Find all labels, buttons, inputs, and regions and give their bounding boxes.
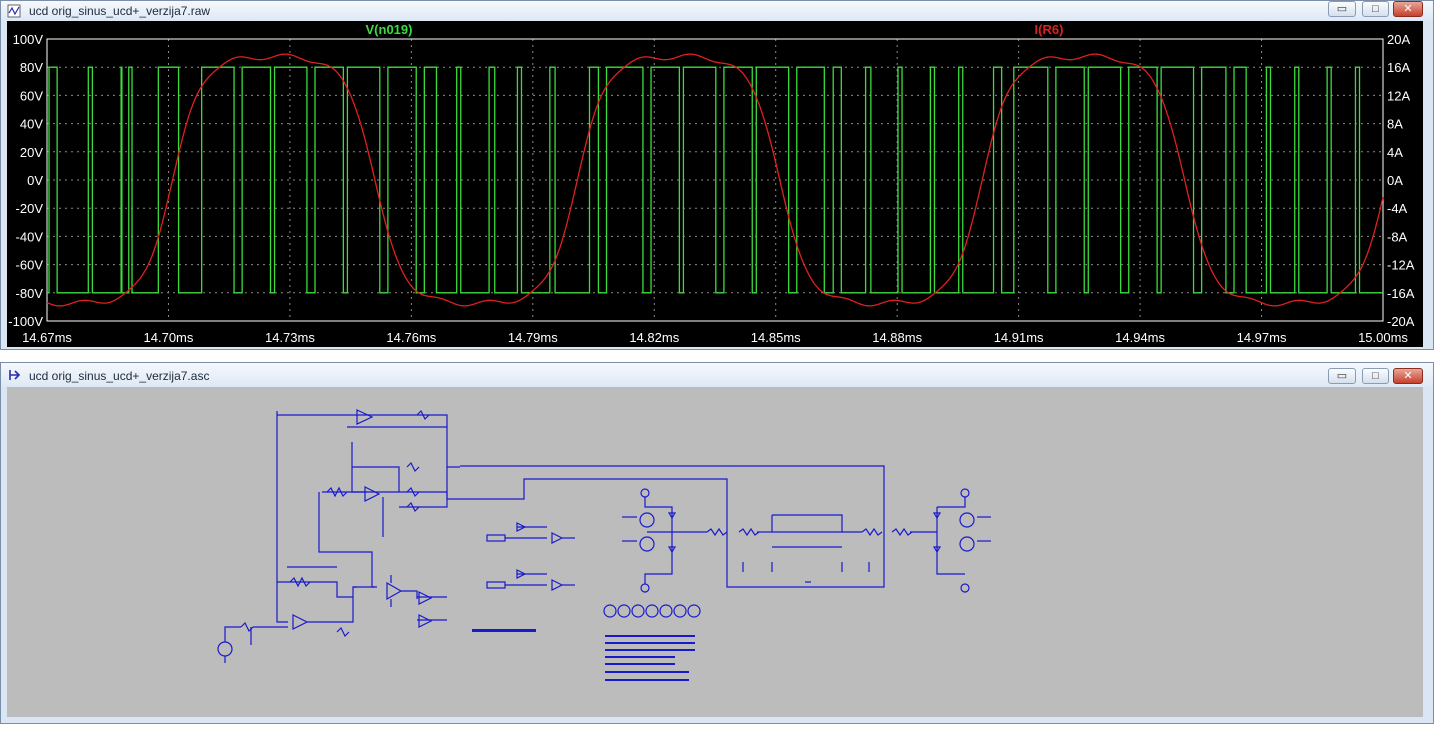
y-right-tick-label: -20A	[1387, 314, 1415, 329]
y-left-tick-label: 40V	[20, 117, 43, 132]
x-tick-label: 15.00ms	[1358, 330, 1408, 345]
x-tick-label: 14.76ms	[386, 330, 436, 345]
maximize-icon: □	[1372, 3, 1379, 15]
y-right-tick-label: -4A	[1387, 201, 1408, 216]
schematic-window: ucd orig_sinus_ucd+_verzija7.asc ▭ □ ✕	[0, 362, 1434, 724]
y-right-tick-label: 16A	[1387, 60, 1410, 75]
spice-directives[interactable]	[472, 629, 695, 681]
x-tick-label: 14.91ms	[994, 330, 1044, 345]
close-button[interactable]: ✕	[1393, 368, 1423, 384]
close-icon: ✕	[1403, 3, 1413, 15]
y-right-tick-label: -8A	[1387, 229, 1408, 244]
lc-output-filter[interactable]	[706, 514, 937, 583]
close-button[interactable]: ✕	[1393, 1, 1423, 17]
maximize-icon: □	[1372, 370, 1379, 382]
waveform-chart[interactable]: 14.67ms 14.70ms 14.73ms 14.76ms 14.79ms 14.82…	[7, 21, 1423, 347]
supply-sources[interactable]	[603, 604, 701, 618]
x-tick-label: 14.73ms	[265, 330, 315, 345]
waveform-window-title: ucd orig_sinus_ucd+_verzija7.raw	[29, 4, 211, 18]
x-tick-label: 14.85ms	[751, 330, 801, 345]
close-icon: ✕	[1403, 370, 1413, 382]
input-source[interactable]	[217, 621, 288, 663]
x-tick-label: 14.70ms	[144, 330, 194, 345]
y-left-tick-label: -40V	[16, 229, 44, 244]
schematic-drawing[interactable]	[7, 387, 1423, 717]
minimize-button[interactable]: ▭	[1328, 368, 1356, 384]
waveform-window-titlebar[interactable]: ucd orig_sinus_ucd+_verzija7.raw ▭ □ ✕	[1, 1, 1433, 21]
power-stage-left[interactable]	[622, 488, 707, 593]
schematic-background	[7, 387, 1423, 717]
comparator[interactable]	[386, 575, 447, 628]
y-right-tick-label: 20A	[1387, 32, 1410, 47]
y-right-tick-label: -12A	[1387, 258, 1415, 273]
power-stage-right[interactable]	[932, 488, 991, 593]
maximize-button[interactable]: □	[1362, 1, 1389, 17]
minimize-icon: ▭	[1336, 370, 1348, 382]
schematic-canvas[interactable]	[7, 387, 1423, 717]
y-left-tick-label: 100V	[13, 32, 44, 47]
plot-border	[46, 38, 1384, 322]
waveform-viewer-icon	[7, 4, 21, 18]
minimize-button[interactable]: ▭	[1328, 1, 1356, 17]
trace-v-n019[interactable]	[47, 66, 1383, 294]
y-right-tick-label: 0A	[1387, 173, 1403, 188]
y-left-tick-label: 0V	[27, 173, 43, 188]
y-right-tick-label: 8A	[1387, 117, 1403, 132]
x-tick-label: 14.94ms	[1115, 330, 1165, 345]
y-right-tick-label: 12A	[1387, 88, 1410, 103]
x-tick-label: 14.88ms	[872, 330, 922, 345]
y-left-tick-label: -20V	[16, 201, 44, 216]
schematic-window-title: ucd orig_sinus_ucd+_verzija7.asc	[29, 369, 210, 383]
feedback-network[interactable]	[276, 409, 885, 588]
y-left-tick-label: 80V	[20, 60, 43, 75]
y-right-tick-label: 4A	[1387, 145, 1403, 160]
y-left-tick-label: -100V	[8, 314, 43, 329]
y-left-tick-label: 60V	[20, 88, 43, 103]
x-tick-label: 14.82ms	[629, 330, 679, 345]
trace-i-r6[interactable]	[46, 53, 1384, 307]
y-left-tick-label: -80V	[16, 286, 44, 301]
x-tick-label: 14.97ms	[1237, 330, 1287, 345]
legend-i-r6[interactable]: I(R6)	[1035, 22, 1064, 37]
x-tick-label: 14.79ms	[508, 330, 558, 345]
schematic-window-titlebar[interactable]: ucd orig_sinus_ucd+_verzija7.asc ▭ □ ✕	[1, 363, 1433, 387]
minimize-icon: ▭	[1336, 3, 1348, 15]
x-tick-label: 14.67ms	[22, 330, 72, 345]
waveform-plot-pane[interactable]: 14.67ms 14.70ms 14.73ms 14.76ms 14.79ms 14.82…	[7, 21, 1423, 347]
legend-v-n019[interactable]: V(n019)	[366, 22, 413, 37]
plot-background	[7, 21, 1423, 347]
schematic-editor-icon	[9, 370, 21, 380]
gate-drivers[interactable]	[486, 522, 575, 591]
opamp-integrator[interactable]	[276, 566, 377, 638]
waveform-window: ucd orig_sinus_ucd+_verzija7.raw ▭ □ ✕ 1…	[0, 0, 1434, 350]
y-left-tick-label: -60V	[16, 258, 44, 273]
maximize-button[interactable]: □	[1362, 368, 1389, 384]
y-right-tick-label: -16A	[1387, 286, 1415, 301]
y-left-tick-label: 20V	[20, 145, 43, 160]
